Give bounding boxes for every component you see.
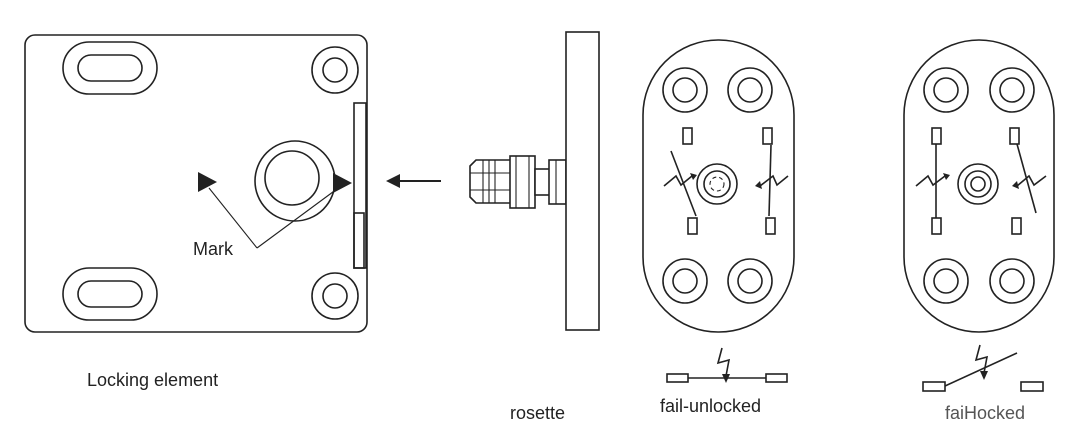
fail-unlocked-switch-right (755, 127, 789, 235)
fail-locked-switch-left (915, 127, 950, 235)
insertion-arrow (386, 174, 441, 188)
slot-top-left (62, 41, 158, 95)
fail-unlocked-switch-left (663, 127, 698, 235)
rosette-bolt (469, 155, 567, 209)
mark-label: Mark (193, 239, 233, 259)
fail-unlocked-symbol (666, 347, 788, 383)
fail-unlocked-label: fail-unlocked (660, 396, 762, 416)
fail-unlocked-unit (642, 39, 795, 383)
fail-locked-unit (903, 39, 1055, 392)
mark-triangle-left (198, 172, 217, 192)
screw-hole-top-right (311, 46, 359, 94)
slot-bottom-left (62, 267, 158, 321)
latch-strip (353, 102, 367, 269)
rosette (469, 31, 600, 331)
fail-locked-housing (903, 39, 1055, 333)
fail-unlocked-mounting-holes (662, 67, 773, 304)
fail-locked-label: faiHocked (945, 403, 1026, 423)
mark-leader-right (256, 185, 342, 249)
rosette-label: rosette (510, 403, 566, 423)
locking-element-label: Locking element (87, 370, 219, 390)
fail-locked-mounting-holes (923, 67, 1035, 304)
locking-element-plate (24, 34, 368, 333)
mark-leader-left (208, 187, 258, 249)
fail-unlocked-center (696, 163, 738, 205)
screw-hole-bottom-right (311, 272, 359, 320)
rosette-plate (565, 31, 600, 331)
fail-locked-center (957, 163, 999, 205)
fail-unlocked-housing (642, 39, 795, 333)
fail-locked-symbol (922, 344, 1044, 392)
receptacle (254, 140, 336, 222)
locking-element (24, 34, 368, 333)
fail-locked-switch-right (1009, 127, 1047, 235)
latch-strip-lower (353, 212, 365, 269)
